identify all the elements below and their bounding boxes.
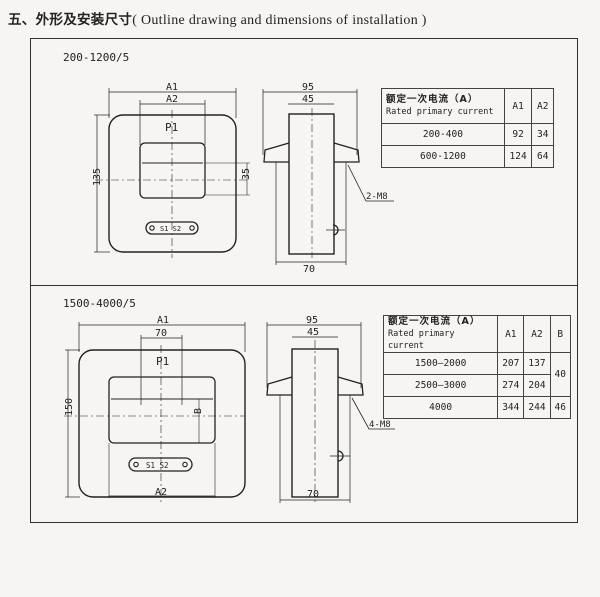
terminal-plate-2	[128, 457, 193, 472]
cell-a2: 137	[523, 352, 551, 375]
cell-a1: 92	[503, 123, 533, 146]
frame-divider	[30, 285, 578, 286]
header-a1: A1	[503, 88, 533, 124]
dim-b-2: B	[193, 408, 204, 414]
p1-label-2: P1	[156, 355, 169, 368]
cell-a1: 344	[497, 396, 525, 419]
front-view-2: A1 70 P1 150 B S1 S2 A2	[64, 315, 246, 505]
table-row: 1500—2000 207 137 40	[382, 352, 572, 397]
cell-a2: 244	[523, 396, 551, 419]
dim-bottom-1: 70	[303, 264, 315, 275]
dim-top-inner-2: 45	[307, 327, 319, 338]
table-header-row: 额定一次电流（A） Rated primary current A1 A2	[381, 88, 554, 124]
table-row: 2500—3000 274 204	[382, 374, 571, 397]
heading-zh: 五、外形及安装尺寸	[8, 12, 133, 28]
cell-a2: 64	[531, 145, 554, 168]
terminal-plate-1	[145, 221, 199, 235]
dim-a1-2: A1	[157, 315, 169, 326]
front-view-1: A1 A2 P1 135 35 S1 S2	[92, 82, 252, 258]
dim-top-inner-1: 45	[302, 94, 314, 105]
header-a1: A1	[497, 315, 525, 353]
bolt-callout-1: 2-M8	[366, 192, 388, 202]
dim-bottom-2: 70	[307, 489, 319, 500]
dim-height-1: 135	[92, 168, 103, 186]
cell-a2: 204	[523, 374, 551, 397]
cell-a1: 124	[503, 145, 533, 168]
dim-top-outer-2: 95	[306, 315, 318, 326]
header-a2: A2	[531, 88, 554, 124]
dim-top-2: 70	[155, 328, 167, 339]
section-heading: 五、外形及安装尺寸( Outline drawing and dimension…	[8, 8, 427, 29]
dim-top-outer-1: 95	[302, 82, 314, 93]
p1-label-1: P1	[165, 121, 178, 134]
rating-table-2: 额定一次电流（A） Rated primary current A1 A2 B …	[382, 315, 572, 419]
table-row: 4000 344 244 46	[382, 396, 572, 419]
cell-b: 40	[549, 352, 572, 397]
cell-current: 1500—2000	[382, 352, 499, 375]
dim-height-2: 150	[64, 398, 75, 416]
dim-a1-1: A1	[166, 82, 178, 93]
terminal-label-1: S1 S2	[160, 225, 181, 233]
header-rated-current: 额定一次电流（A） Rated primary current	[381, 88, 505, 124]
drawing-frame	[30, 38, 578, 523]
table-row: 200-400 92 34	[381, 123, 554, 146]
dim-a2-1: A2	[166, 94, 178, 105]
cell-current: 4000	[382, 396, 499, 419]
cell-b: 46	[549, 396, 572, 419]
cell-a2: 34	[531, 123, 554, 146]
terminal-label-2: S1 S2	[146, 461, 169, 470]
cell-current: 200-400	[381, 123, 505, 146]
dim-a2-2: A2	[155, 487, 167, 498]
header-zh: 额定一次电流（A）	[386, 94, 479, 105]
header-zh: 额定一次电流（A）	[388, 316, 481, 327]
dim-window-1: 35	[241, 168, 252, 180]
side-view-1: 95 45 70 2-M8	[262, 82, 394, 275]
table-row: 600-1200 124 64	[381, 145, 554, 168]
cell-current: 2500—3000	[382, 374, 499, 397]
bolt-callout-2: 4-M8	[369, 420, 391, 430]
rating-table-1: 额定一次电流（A） Rated primary current A1 A2 20…	[381, 88, 554, 168]
cell-a1: 207	[497, 352, 525, 375]
header-b: B	[549, 315, 572, 353]
model-range-2: 1500-4000/5	[63, 297, 136, 310]
cell-a1: 274	[497, 374, 525, 397]
model-range-1: 200-1200/5	[63, 51, 129, 64]
heading-en: ( Outline drawing and dimensions of inst…	[132, 13, 427, 28]
cell-current: 600-1200	[381, 145, 505, 168]
table-header-row: 额定一次电流（A） Rated primary current A1 A2 B	[382, 315, 572, 353]
header-en: Rated primary current	[386, 107, 494, 117]
side-view-2: 95 45 70 4-M8	[266, 315, 395, 503]
header-a2: A2	[523, 315, 551, 353]
header-en: Rated primary current	[388, 329, 455, 351]
header-rated-current: 额定一次电流（A） Rated primary current	[382, 315, 499, 353]
